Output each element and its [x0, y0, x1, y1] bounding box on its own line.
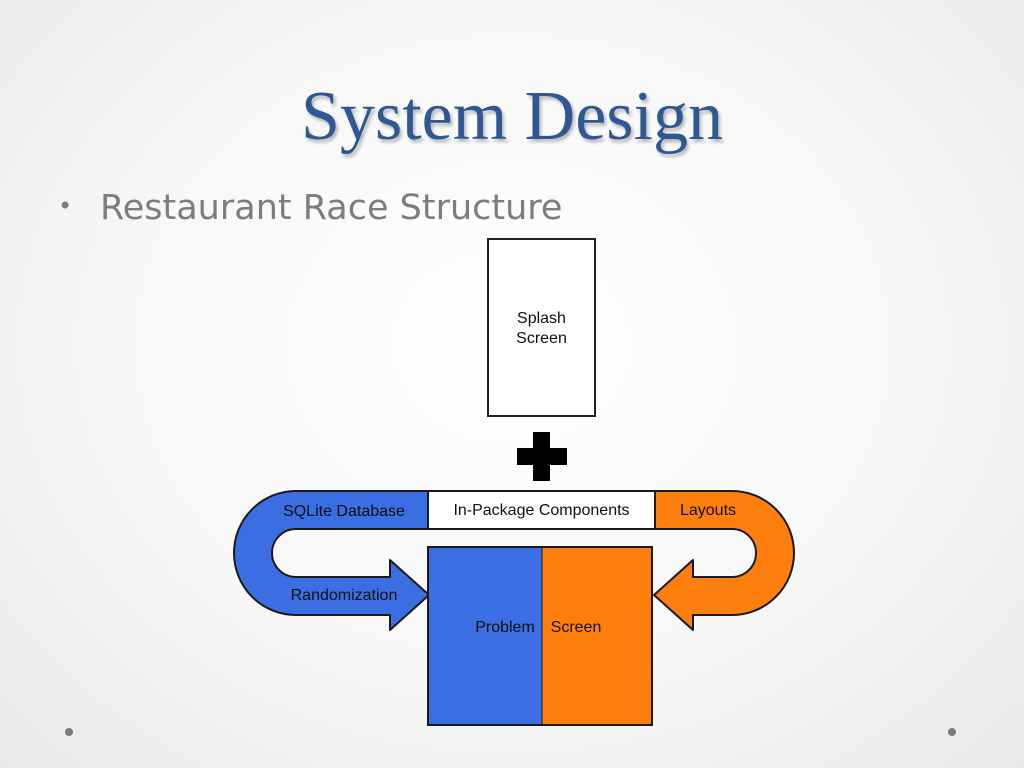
decorative-dot-right [948, 728, 956, 736]
bullet-text: Restaurant Race Structure [100, 188, 563, 228]
slide-title: System Design [301, 78, 723, 155]
splash-label-line2: Screen [516, 330, 567, 347]
components-label: In-Package Components [453, 502, 629, 519]
layouts-label: Layouts [680, 502, 736, 519]
problem-screen-blue-half [428, 547, 542, 725]
in-package-components-box [427, 490, 656, 530]
plus-icon [517, 432, 567, 481]
bullet-item: • Restaurant Race Structure [58, 188, 562, 228]
splash-screen-box [487, 238, 596, 417]
splash-label-line1: Splash [517, 310, 566, 327]
screen-label: Screen [551, 619, 602, 636]
problem-screen-box [427, 546, 653, 726]
decorative-dot-left [65, 728, 73, 736]
database-label: SQLite Database [283, 503, 405, 520]
problem-screen-orange-half [542, 547, 652, 725]
orange-flow-arrow [653, 490, 795, 631]
blue-flow-arrow [233, 490, 430, 631]
bullet-point-icon: • [58, 192, 73, 220]
problem-label: Problem [475, 619, 535, 636]
randomization-label: Randomization [291, 587, 398, 604]
